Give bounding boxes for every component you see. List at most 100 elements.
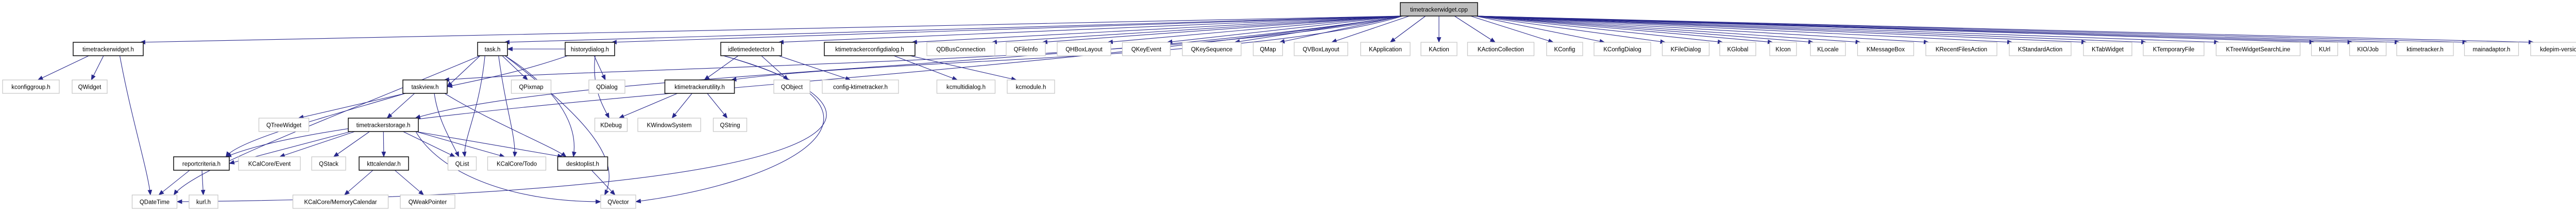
node-label: timetrackerwidget.h — [82, 47, 134, 53]
node-historydialog-h[interactable]: historydialog.h — [565, 42, 615, 56]
edge-timetrackerwidget-cpp--ktimetracker-h — [1475, 15, 2401, 45]
node-label: KDebug — [600, 123, 622, 129]
node-box — [926, 42, 995, 56]
edge-timetrackerwidget-cpp--historydialog-h — [611, 15, 1403, 45]
node-timetrackerwidget-cpp[interactable]: timetrackerwidget.cpp — [1400, 2, 1478, 17]
edge-timetrackerwidget-cpp--kicon — [1475, 15, 1774, 44]
node-box — [511, 79, 552, 94]
node-kurl: KUrl — [2311, 42, 2338, 56]
node-box — [2530, 42, 2576, 56]
node-label: ktimetracker.h — [2406, 47, 2444, 53]
node-kglobal: KGlobal — [1719, 42, 1756, 56]
node-qlist: QList — [447, 156, 477, 171]
edge-task-h--taskview-h — [447, 55, 481, 87]
node-ktimetrackerconfigdialog-h[interactable]: ktimetrackerconfigdialog.h — [824, 42, 916, 56]
node-box — [292, 194, 389, 209]
node-label: timetrackerstorage.h — [357, 123, 411, 129]
node-kstandardaction: KStandardAction — [2009, 42, 2072, 56]
node-label: QKeySequence — [1191, 47, 1233, 53]
node-label: kconfiggroup.h — [11, 85, 50, 91]
node-kapplication: KApplication — [1360, 42, 1411, 56]
node-label: QHBoxLayout — [1065, 47, 1103, 53]
edge-timetrackerwidget-cpp--ktabwidget — [1475, 15, 2088, 44]
node-box — [2311, 42, 2338, 56]
node-label: mainadaptor.h — [2473, 47, 2511, 53]
node-kttcalendar-h[interactable]: kttcalendar.h — [359, 156, 409, 171]
node-timetrackerwidget-h[interactable]: timetrackerwidget.h — [73, 42, 144, 56]
node-klocale: KLocale — [1810, 42, 1846, 56]
edge-timetrackerwidget-cpp--qkeyevent — [1166, 15, 1403, 44]
node-ktimetrackerutility-h[interactable]: ktimetrackerutility.h — [664, 79, 735, 94]
node-label: KApplication — [1369, 47, 1402, 53]
edge-timetrackerwidget-cpp--kglobal — [1475, 15, 1724, 44]
node-idletimedetector-h[interactable]: idletimedetector.h — [720, 42, 782, 56]
node-kio-job: KIO/Job — [2349, 42, 2387, 56]
node-label: task.h — [485, 47, 501, 53]
node-box — [822, 79, 899, 94]
edge-idletimedetector-h--config-ktimetracker-h — [778, 55, 851, 81]
edge-timetrackerwidget-cpp--qhboxlayout — [1107, 15, 1403, 44]
node-kfiledialog: KFileDialog — [1662, 42, 1710, 56]
node-kconfiggroup-h: kconfiggroup.h — [2, 79, 60, 94]
node-label: KIcon — [1775, 47, 1790, 53]
node-label: ktimetrackerconfigdialog.h — [835, 47, 904, 53]
node-box — [258, 118, 310, 132]
node-label: KCalCore/Todo — [497, 161, 537, 168]
edge-historydialog-h--taskview-h — [446, 55, 568, 88]
edge-timetrackerwidget-cpp--task-h — [503, 15, 1403, 45]
node-qvboxlayout: QVBoxLayout — [1294, 42, 1348, 56]
node-label: KActionCollection — [1478, 47, 1524, 53]
node-box — [2349, 42, 2387, 56]
edge-historydialog-h--kdebug — [594, 55, 609, 119]
node-kicon: KIcon — [1769, 42, 1797, 56]
node-box — [713, 118, 748, 132]
node-kwindowsystem: KWindowSystem — [637, 118, 701, 132]
node-label: KConfigDialog — [1603, 47, 1641, 53]
node-kcmultidialog-h: kcmultidialog.h — [936, 79, 996, 94]
node-task-h[interactable]: task.h — [477, 42, 508, 56]
node-label: QTreeWidget — [266, 123, 302, 129]
node-label: KConfig — [1554, 47, 1575, 53]
node-box — [1810, 42, 1846, 56]
edge-kttcalendar-h--qweakpointer — [394, 170, 425, 195]
node-ktimetracker-h: ktimetracker.h — [2396, 42, 2454, 56]
edge-timetrackerwidget-cpp--kdepim-version-h — [1475, 15, 2535, 45]
edge-reportcriteria-h--qdatetime — [158, 170, 190, 195]
node-qdialog: QDialog — [588, 79, 625, 94]
node-box — [1925, 42, 1997, 56]
node-timetrackerstorage-h[interactable]: timetrackerstorage.h — [348, 118, 419, 132]
edge-timetrackerwidget-cpp--timetrackerstorage-h — [414, 15, 1403, 119]
node-box — [824, 42, 916, 56]
node-qpixmap: QPixmap — [511, 79, 552, 94]
node-config-ktimetracker-h: config-ktimetracker.h — [822, 79, 899, 94]
node-taskview-h[interactable]: taskview.h — [402, 79, 448, 94]
edge-timetrackerwidget-cpp--klocale — [1475, 15, 1815, 44]
node-box — [311, 156, 346, 171]
node-label: kurl.h — [196, 200, 211, 206]
node-label: idletimedetector.h — [728, 47, 774, 53]
node-label: QStack — [319, 161, 338, 168]
node-box — [588, 79, 625, 94]
node-desktoplist-h[interactable]: desktoplist.h — [557, 156, 608, 171]
node-label: KWindowSystem — [647, 123, 692, 129]
node-box — [2396, 42, 2454, 56]
node-label: QKeyEvent — [1131, 47, 1162, 53]
node-reportcriteria-h[interactable]: reportcriteria.h — [173, 156, 230, 171]
edge-timetrackerwidget-cpp--ktreewidgetsearchline — [1475, 15, 2220, 45]
node-label: KTemporaryFile — [2153, 47, 2195, 53]
node-label: QPixmap — [519, 85, 543, 91]
node-box — [1007, 79, 1055, 94]
node-ktabwidget: KTabWidget — [2083, 42, 2132, 56]
edge-timetrackerwidget-cpp--timetrackerwidget-h — [139, 15, 1403, 45]
node-box — [1182, 42, 1242, 56]
node-kmessagebox: KMessageBox — [1857, 42, 1914, 56]
node-qvector: QVector — [600, 194, 636, 209]
node-label: KTreeWidgetSearchLine — [2226, 47, 2291, 53]
node-label: QObject — [781, 85, 803, 91]
node-label: KUrl — [2319, 47, 2330, 53]
edge-timetrackerstorage-h--kttcalendar-h — [381, 131, 386, 158]
node-qstring: QString — [713, 118, 748, 132]
edge-task-h--qpixmap — [502, 55, 529, 80]
node-box — [1662, 42, 1710, 56]
node-box — [477, 42, 508, 56]
